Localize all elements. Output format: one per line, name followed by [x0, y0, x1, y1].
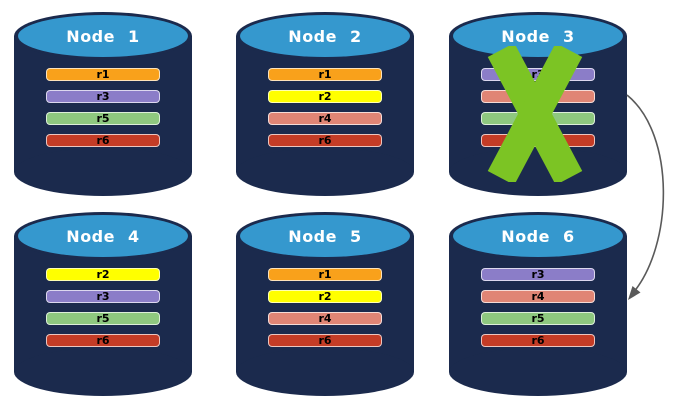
- replica-row-label: r1: [318, 268, 332, 281]
- replica-row-list: r2 r3 r5 r6: [46, 268, 160, 356]
- replica-row: r2: [268, 90, 382, 103]
- x-mark-icon: [487, 46, 583, 182]
- replica-row: r6: [268, 134, 382, 147]
- cylinder-bottom-ellipse: [449, 148, 627, 196]
- replica-row-label: r6: [318, 334, 332, 347]
- replica-row: r6: [268, 334, 382, 347]
- replica-row: r6: [46, 134, 160, 147]
- replica-row: r6: [481, 334, 595, 347]
- replica-row-label: r3: [96, 290, 110, 303]
- replica-row-label: r6: [318, 134, 332, 147]
- cylinder-top-ellipse: [240, 215, 410, 257]
- replica-row: r3: [46, 290, 160, 303]
- replica-row-list: r1 r2 r4 r6: [268, 268, 382, 356]
- replica-row-label: r5: [531, 312, 545, 325]
- cylinder-top-ellipse: [240, 15, 410, 57]
- cylinder-bottom-ellipse: [14, 348, 192, 396]
- db-node-cylinder: Node 5 r1 r2 r4 r6: [236, 212, 414, 396]
- cylinder-top-ellipse: [453, 15, 623, 57]
- replica-row-label: r5: [96, 112, 110, 125]
- replica-row: r4: [268, 112, 382, 125]
- replica-row-label: r4: [531, 290, 545, 303]
- replica-row: r5: [46, 312, 160, 325]
- cylinder-top-ellipse: [18, 15, 188, 57]
- db-node-cylinder: Node 3 r3: [449, 12, 627, 196]
- replica-row: r1: [268, 68, 382, 81]
- node-title: Node 3: [501, 26, 575, 46]
- replica-row: r4: [481, 290, 595, 303]
- cylinder-bottom-ellipse: [236, 148, 414, 196]
- replica-row-label: r1: [318, 68, 332, 81]
- replica-row: r5: [481, 312, 595, 325]
- replica-row-label: r2: [318, 290, 332, 303]
- replica-row-label: r2: [318, 90, 332, 103]
- replica-row-label: r4: [318, 312, 332, 325]
- replica-row-label: r2: [96, 268, 110, 281]
- cylinder-bottom-ellipse: [14, 148, 192, 196]
- replica-row: r1: [268, 268, 382, 281]
- replica-row: r6: [46, 334, 160, 347]
- db-node-cylinder: Node 6 r3 r4 r5 r6: [449, 212, 627, 396]
- failover-arrow-path: [626, 94, 665, 294]
- replica-row-label: r6: [96, 334, 110, 347]
- replica-row: r4: [268, 312, 382, 325]
- node-title: Node 6: [501, 226, 575, 246]
- node-title: Node 5: [288, 226, 362, 246]
- cylinder-top-ellipse: [453, 215, 623, 257]
- node-title: Node 2: [288, 26, 362, 46]
- db-node-cylinder: Node 4 r2 r3 r5 r6: [14, 212, 192, 396]
- cylinder-top-ellipse: [18, 215, 188, 257]
- replica-row: r2: [268, 290, 382, 303]
- node-title: Node 1: [66, 26, 140, 46]
- replica-row-list: r1 r2 r4 r6: [268, 68, 382, 156]
- replica-row: r1: [46, 68, 160, 81]
- db-node-cylinder: Node 1 r1 r3 r5 r6: [14, 12, 192, 196]
- replica-row-label: r3: [531, 68, 545, 81]
- cylinder-bottom-ellipse: [236, 348, 414, 396]
- cylinder-bottom-ellipse: [449, 348, 627, 396]
- replica-row-label: r4: [318, 112, 332, 125]
- failover-arrowhead-icon: [628, 286, 641, 300]
- db-node-cylinder: Node 2 r1 r2 r4 r6: [236, 12, 414, 196]
- replica-row-label: r6: [531, 334, 545, 347]
- replica-row: r3: [481, 268, 595, 281]
- replica-row: r3: [46, 90, 160, 103]
- replica-row-label: r3: [96, 90, 110, 103]
- replica-row: r2: [46, 268, 160, 281]
- replica-row-label: r5: [96, 312, 110, 325]
- replica-row-label: r3: [531, 268, 545, 281]
- node-title: Node 4: [66, 226, 140, 246]
- replica-row: r5: [46, 112, 160, 125]
- replica-row-list: r1 r3 r5 r6: [46, 68, 160, 156]
- replica-row-label: r6: [96, 134, 110, 147]
- replica-row-list: r3 r4 r5 r6: [481, 268, 595, 356]
- replica-row-label: r1: [96, 68, 110, 81]
